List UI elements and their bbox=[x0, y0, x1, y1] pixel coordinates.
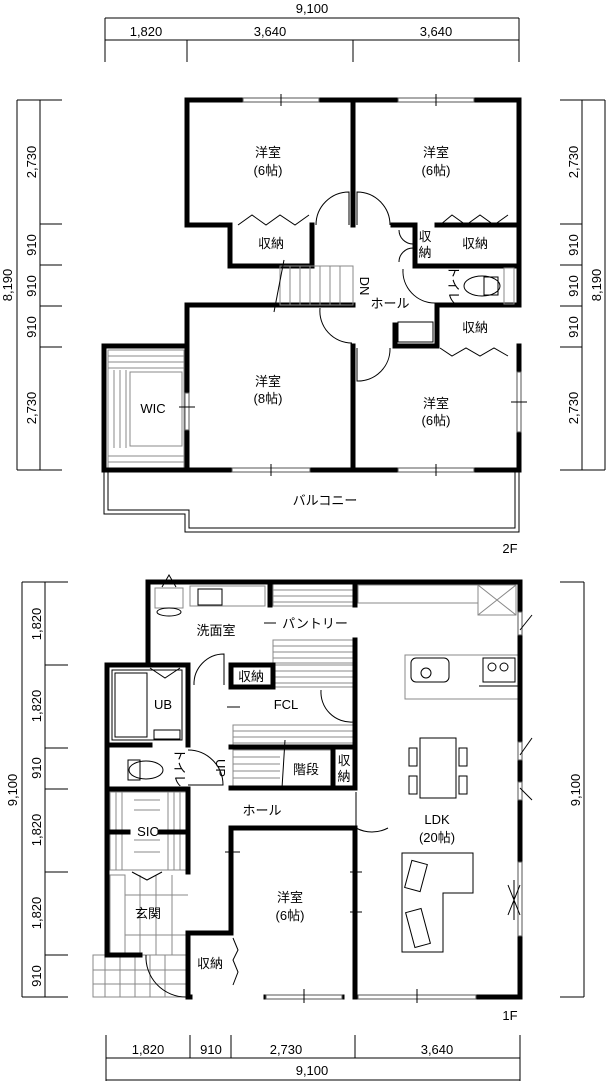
toilet-fixture-2f bbox=[463, 267, 515, 305]
dim-seg: 2,730 bbox=[270, 1042, 303, 1057]
dimension-left-2f: 8,190 2,730 910 910 910 2,730 bbox=[0, 99, 62, 471]
room-size: (6帖) bbox=[254, 163, 283, 178]
dim-total: 9,100 bbox=[5, 774, 20, 807]
dim-seg: 910 bbox=[566, 234, 581, 256]
dim-seg: 910 bbox=[24, 275, 39, 297]
dimension-right-1f: 9,100 bbox=[560, 581, 585, 998]
dim-seg: 1,820 bbox=[130, 24, 163, 39]
storage-label: 収納 bbox=[197, 956, 223, 971]
dimension-left-1f: 9,100 1,820 1,820 910 1,820 1,820 910 bbox=[5, 581, 68, 998]
balcony-label: バルコニー bbox=[293, 493, 358, 508]
wic-label: WIC bbox=[140, 401, 165, 416]
dim-total: 8,190 bbox=[0, 269, 15, 302]
dimension-top-2f: 9,100 1,820 3,640 3,640 bbox=[104, 1, 520, 62]
dim-seg: 2,730 bbox=[24, 392, 39, 425]
walls-2f bbox=[101, 97, 522, 473]
dimension-bottom-1f: 1,820 910 2,730 3,640 9,100 bbox=[105, 1035, 521, 1081]
floor-label: 2F bbox=[502, 541, 517, 556]
dim-total: 9,100 bbox=[568, 774, 583, 807]
dim-seg: 910 bbox=[24, 234, 39, 256]
room-label: 洋室 bbox=[423, 396, 449, 411]
dim-total: 8,190 bbox=[589, 269, 604, 302]
sofa bbox=[401, 852, 474, 953]
stairs-label: 階段 bbox=[293, 762, 319, 777]
dim-seg: 1,820 bbox=[29, 690, 44, 723]
storage-label: 納 bbox=[337, 769, 350, 784]
doors-2f bbox=[237, 191, 509, 382]
storage-label: 収納 bbox=[238, 669, 264, 684]
dim-seg: 3,640 bbox=[421, 1042, 454, 1057]
dim-seg: 1,820 bbox=[29, 608, 44, 641]
windows-2f bbox=[179, 94, 527, 476]
dim-seg: 910 bbox=[566, 275, 581, 297]
fcl-label: FCL bbox=[274, 697, 299, 712]
dim-seg: 1,820 bbox=[132, 1042, 165, 1057]
room-label: 洋室 bbox=[255, 145, 281, 160]
dim-total: 9,100 bbox=[296, 1, 329, 16]
dim-seg: 1,820 bbox=[29, 814, 44, 847]
floor-label: 1F bbox=[502, 1008, 517, 1023]
dim-seg: 3,640 bbox=[254, 24, 287, 39]
washroom-label: 洗面室 bbox=[196, 623, 235, 638]
balcony-outline bbox=[103, 472, 520, 533]
stairs-dn-label: DN bbox=[357, 277, 372, 296]
toilet-label: トイレ bbox=[172, 748, 187, 787]
pantry-label: パントリー bbox=[282, 616, 348, 631]
dim-seg: 2,730 bbox=[566, 392, 581, 425]
dim-seg: 910 bbox=[24, 316, 39, 338]
doors-1f bbox=[131, 622, 389, 998]
dim-seg: 910 bbox=[200, 1042, 222, 1057]
room-label: 洋室 bbox=[423, 145, 449, 160]
toilet-label: トイレ bbox=[446, 265, 461, 304]
dim-seg: 910 bbox=[29, 757, 44, 779]
dim-seg: 3,640 bbox=[420, 24, 453, 39]
stairs-up-label: UP bbox=[213, 759, 228, 777]
ldk-size: (20帖) bbox=[419, 830, 455, 845]
storage-label: 収納 bbox=[258, 236, 284, 251]
sic-label: SIC bbox=[137, 824, 159, 839]
ldk-label: LDK bbox=[424, 812, 450, 827]
dim-seg: 2,730 bbox=[24, 146, 39, 179]
floor-2: 9,100 1,820 3,640 3,640 8,190 2,730 910 … bbox=[0, 1, 606, 556]
room-size: (6帖) bbox=[422, 163, 451, 178]
dim-seg: 910 bbox=[29, 965, 44, 987]
fixtures-1f bbox=[111, 574, 519, 781]
floor-1: 9,100 1,820 1,820 910 1,820 1,820 910 9,… bbox=[5, 574, 585, 1081]
dim-total: 9,100 bbox=[296, 1063, 329, 1078]
room-size: (6帖) bbox=[422, 413, 451, 428]
windows-1f bbox=[265, 611, 533, 1003]
dim-seg: 2,730 bbox=[566, 146, 581, 179]
dim-seg: 1,820 bbox=[29, 897, 44, 930]
storage-label: 収 bbox=[337, 753, 350, 768]
storage-label: 収 bbox=[418, 229, 431, 244]
stairs-2f bbox=[273, 259, 354, 313]
storage-label: 収納 bbox=[462, 320, 488, 335]
sink-2f bbox=[397, 321, 434, 343]
dimension-right-2f: 8,190 2,730 910 910 910 2,730 bbox=[560, 99, 606, 471]
dim-seg: 910 bbox=[566, 316, 581, 338]
room-size: (6帖) bbox=[276, 908, 305, 923]
entrance-label: 玄関 bbox=[135, 906, 161, 921]
ub-label: UB bbox=[154, 697, 172, 712]
storage-label: 納 bbox=[418, 245, 431, 260]
room-label: 洋室 bbox=[277, 890, 303, 905]
storage-label: 収納 bbox=[462, 236, 488, 251]
room-size: (8帖) bbox=[254, 391, 283, 406]
hall-label: ホール bbox=[242, 803, 281, 818]
room-label: 洋室 bbox=[255, 374, 281, 389]
hall-label: ホール bbox=[370, 296, 409, 311]
dining-table bbox=[408, 737, 468, 799]
